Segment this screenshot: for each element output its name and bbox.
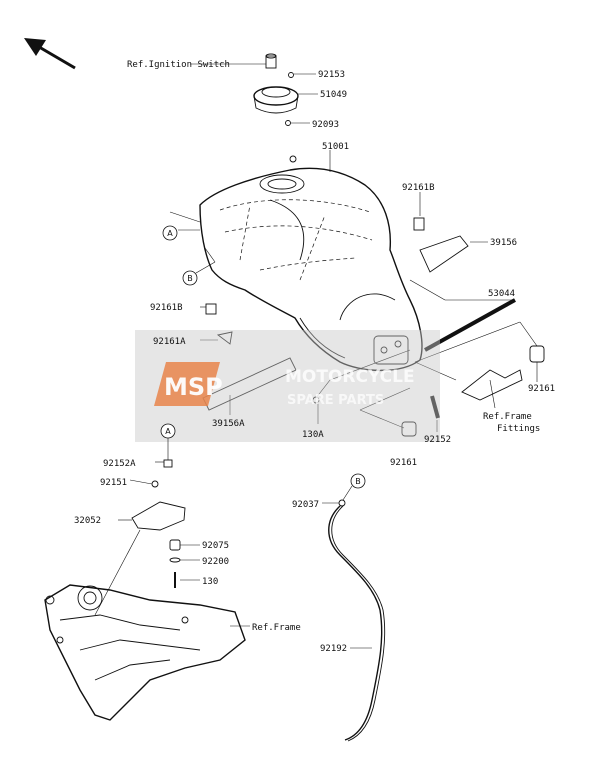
label-130a: 130A	[302, 430, 324, 440]
label-39156: 39156	[490, 238, 517, 248]
label-92153: 92153	[318, 70, 345, 80]
ignition-key-cylinder	[265, 55, 277, 69]
label-92151: 92151	[100, 478, 127, 488]
label-51049: 51049	[320, 90, 347, 100]
damper-92161b-right	[413, 217, 425, 231]
label-39156a: 39156A	[212, 419, 245, 429]
fuel-cap-assembly	[253, 53, 299, 126]
callout-b-mid	[182, 270, 198, 286]
label-92192: 92192	[320, 644, 347, 654]
watermark-logo-shape	[154, 362, 220, 406]
callout-a-top	[162, 225, 178, 241]
watermark-logo: MSP	[164, 373, 223, 401]
bolt-92153	[288, 72, 294, 78]
label-130: 130	[202, 577, 218, 587]
label-92152a: 92152A	[103, 459, 136, 469]
label-53044: 53044	[488, 289, 515, 299]
watermark-line2: SPARE PARTS	[287, 393, 384, 408]
hose-assembly: B	[322, 473, 386, 742]
label-92037: 92037	[292, 500, 319, 510]
arrow-up-left-icon	[24, 38, 76, 70]
watermark-line1: MOTORCYCLE	[285, 367, 415, 387]
tank-bracket	[373, 335, 409, 365]
frame-fittings-group	[312, 345, 545, 437]
frame-fitting-bracket	[461, 369, 523, 401]
label-ref-ignition-switch: Ref.Ignition Switch	[127, 60, 230, 70]
fuel-cap	[253, 86, 299, 106]
svg-text:A: A	[167, 229, 173, 238]
damper-92075	[169, 539, 181, 551]
bracket-assembly: A	[94, 423, 200, 616]
bolt-92093	[285, 120, 291, 126]
bolt-130a	[312, 396, 320, 404]
damper-92161-lower	[401, 421, 417, 437]
washer-92200	[169, 557, 181, 563]
watermark: MSP MOTORCYCLE SPARE PARTS	[135, 330, 440, 442]
label-92161a: 92161A	[153, 337, 186, 347]
damper-92161-right	[529, 345, 545, 363]
damper-92161b-left	[205, 303, 217, 315]
frame	[44, 584, 250, 721]
label-92161-right: 92161	[528, 384, 555, 394]
label-32052: 32052	[74, 516, 101, 526]
label-92075: 92075	[202, 541, 229, 551]
damper-92161a	[216, 331, 233, 345]
label-ref-frame-fittings-1: Ref.Frame	[483, 412, 532, 422]
pin-92152	[430, 395, 440, 419]
callout-b-lower	[350, 473, 366, 489]
label-92161b-right: 92161B	[402, 183, 435, 193]
label-92152: 92152	[424, 435, 451, 445]
label-ref-frame: Ref.Frame	[252, 623, 301, 633]
part-labels: Ref.Ignition Switch 92153 51049 92093 51…	[74, 60, 555, 654]
svg-text:A: A	[165, 427, 171, 436]
label-92200: 92200	[202, 557, 229, 567]
bracket-32052	[131, 501, 186, 531]
clamp-92037	[338, 499, 346, 507]
seal-53044	[424, 298, 516, 352]
pad-39156	[419, 235, 469, 273]
collar-92152a	[163, 459, 173, 468]
label-ref-frame-fittings-2: Fittings	[497, 424, 540, 434]
label-92161-lower: 92161	[390, 458, 417, 468]
label-92161b-left: 92161B	[150, 303, 183, 313]
label-92093: 92093	[312, 120, 339, 130]
bolt-92151	[151, 480, 159, 488]
label-51001: 51001	[322, 142, 349, 152]
svg-text:B: B	[355, 477, 361, 486]
svg-text:B: B	[187, 274, 193, 283]
